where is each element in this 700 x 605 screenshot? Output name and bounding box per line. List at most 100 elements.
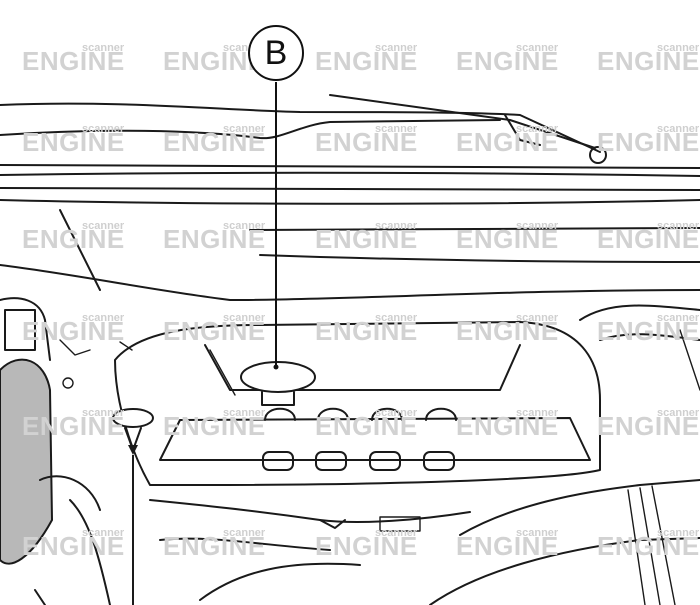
svg-text:scanner: scanner xyxy=(657,312,700,324)
svg-text:ENGINE: ENGINE xyxy=(456,531,559,561)
svg-text:scanner: scanner xyxy=(375,527,418,539)
svg-text:scanner: scanner xyxy=(82,123,125,135)
svg-text:scanner: scanner xyxy=(516,407,559,419)
svg-text:scanner: scanner xyxy=(657,123,700,135)
svg-text:scanner: scanner xyxy=(657,527,700,539)
svg-text:ENGINE: ENGINE xyxy=(163,224,266,254)
hood-lines xyxy=(0,94,700,301)
svg-text:scanner: scanner xyxy=(516,42,559,54)
air-intake xyxy=(429,304,700,605)
svg-text:ENGINE: ENGINE xyxy=(456,127,559,157)
svg-text:ENGINE: ENGINE xyxy=(22,411,125,441)
svg-text:scanner: scanner xyxy=(375,42,418,54)
svg-text:scanner: scanner xyxy=(516,220,559,232)
svg-text:scanner: scanner xyxy=(223,123,266,135)
svg-text:ENGINE: ENGINE xyxy=(597,127,700,157)
svg-text:scanner: scanner xyxy=(82,220,125,232)
svg-text:scanner: scanner xyxy=(657,42,700,54)
svg-text:ENGINE: ENGINE xyxy=(315,224,418,254)
svg-text:scanner: scanner xyxy=(375,123,418,135)
svg-text:ENGINE: ENGINE xyxy=(597,46,700,76)
svg-text:scanner: scanner xyxy=(375,407,418,419)
svg-text:scanner: scanner xyxy=(223,312,266,324)
svg-text:scanner: scanner xyxy=(82,527,125,539)
svg-text:ENGINE: ENGINE xyxy=(22,531,125,561)
svg-text:ENGINE: ENGINE xyxy=(22,127,125,157)
svg-text:ENGINE: ENGINE xyxy=(597,224,700,254)
svg-text:scanner: scanner xyxy=(375,312,418,324)
svg-text:scanner: scanner xyxy=(82,42,125,54)
svg-text:ENGINE: ENGINE xyxy=(163,411,266,441)
svg-text:scanner: scanner xyxy=(375,220,418,232)
svg-text:ENGINE: ENGINE xyxy=(456,316,559,346)
svg-text:ENGINE: ENGINE xyxy=(163,531,266,561)
svg-text:ENGINE: ENGINE xyxy=(597,531,700,561)
svg-text:ENGINE: ENGINE xyxy=(597,316,700,346)
svg-text:ENGINE: ENGINE xyxy=(22,46,125,76)
svg-text:ENGINE: ENGINE xyxy=(315,127,418,157)
svg-text:ENGINE: ENGINE xyxy=(163,316,266,346)
svg-text:ENGINE: ENGINE xyxy=(22,224,125,254)
svg-text:scanner: scanner xyxy=(657,407,700,419)
engine-cover xyxy=(114,321,601,486)
svg-text:scanner: scanner xyxy=(82,312,125,324)
svg-text:ENGINE: ENGINE xyxy=(315,411,418,441)
callout-b-dot xyxy=(273,364,279,370)
svg-text:ENGINE: ENGINE xyxy=(315,531,418,561)
svg-text:ENGINE: ENGINE xyxy=(456,224,559,254)
svg-text:scanner: scanner xyxy=(657,220,700,232)
svg-text:ENGINE: ENGINE xyxy=(163,127,266,157)
svg-text:ENGINE: ENGINE xyxy=(456,46,559,76)
svg-text:scanner: scanner xyxy=(223,220,266,232)
wrench-pointer-icon xyxy=(128,445,138,605)
svg-text:scanner: scanner xyxy=(516,312,559,324)
oil-filler-cap xyxy=(240,361,316,406)
svg-text:scanner: scanner xyxy=(516,527,559,539)
svg-text:scanner: scanner xyxy=(223,527,266,539)
callout-b-label: B xyxy=(264,34,288,72)
svg-text:scanner: scanner xyxy=(516,123,559,135)
svg-text:ENGINE: ENGINE xyxy=(456,411,559,441)
svg-text:scanner: scanner xyxy=(82,407,125,419)
svg-text:ENGINE: ENGINE xyxy=(315,46,418,76)
svg-text:ENGINE: ENGINE xyxy=(22,316,125,346)
callout-b: B xyxy=(248,25,304,81)
svg-text:ENGINE: ENGINE xyxy=(597,411,700,441)
svg-text:scanner: scanner xyxy=(223,407,266,419)
left-components xyxy=(0,297,133,605)
svg-text:ENGINE: ENGINE xyxy=(315,316,418,346)
lower-hoses xyxy=(149,499,471,601)
